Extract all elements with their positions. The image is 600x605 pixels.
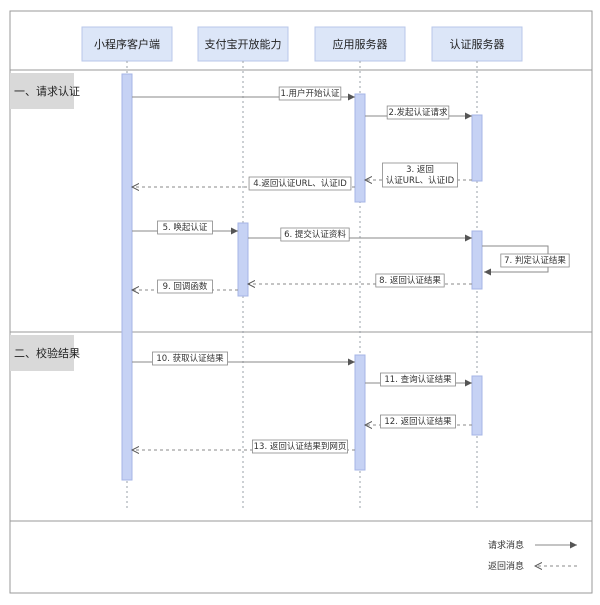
message-label-8: 8. 返回认证结果 [379, 275, 441, 286]
message-label-box-1 [278, 86, 342, 101]
activation-bar-appserver [354, 93, 366, 203]
message-label-box-8 [375, 273, 445, 288]
message-label-box-11 [380, 372, 456, 387]
actor-box-miniapp [81, 26, 173, 62]
actor-label-authserver: 认证服务器 [450, 38, 505, 51]
message-label-box-10 [152, 351, 228, 366]
message-label-box-7 [500, 253, 570, 268]
activation-bar-alipay [237, 222, 249, 297]
section-label-bg-2 [10, 335, 74, 371]
message-label-box-9 [157, 279, 213, 294]
message-label-box-4 [248, 176, 352, 191]
message-label-5: 5. 唤起认证 [163, 222, 208, 233]
message-label-3: 认证URL、认证ID [386, 175, 455, 186]
actor-label-alipay: 支付宝开放能力 [205, 37, 282, 51]
legend-label-response: 返回消息 [488, 560, 524, 572]
activation-bar-appserver [354, 354, 366, 471]
message-label-6: 6. 提交认证资料 [284, 229, 346, 240]
message-label-13: 13. 返回认证结果到网页 [254, 441, 347, 452]
message-label-box-12 [380, 414, 456, 429]
activation-bar-miniapp [121, 73, 133, 481]
activation-bar-authserver [471, 114, 483, 182]
actor-box-alipay [197, 26, 289, 62]
message-label-12: 12. 返回认证结果 [384, 416, 452, 427]
actor-label-appserver: 应用服务器 [333, 37, 388, 51]
activation-bar-authserver [471, 230, 483, 290]
actor-box-appserver [314, 26, 406, 62]
message-label-box-13 [251, 439, 349, 454]
message-label-4: 4.返回认证URL、认证ID [253, 178, 347, 189]
message-label-box-2 [386, 105, 450, 120]
activation-bar-authserver [471, 375, 483, 436]
actor-label-miniapp: 小程序客户端 [94, 37, 160, 51]
message-label-box-3 [382, 162, 458, 188]
message-label-box-6 [280, 227, 350, 242]
section-label-bg-1 [10, 73, 74, 109]
legend-label-request: 请求消息 [488, 539, 524, 551]
message-label-11: 11. 查询认证结果 [384, 374, 452, 385]
message-label-2: 2.发起认证请求 [388, 107, 448, 118]
message-label-7: 7. 判定认证结果 [504, 255, 566, 266]
section-label-1: 一、请求认证 [14, 85, 80, 98]
message-label-10: 10. 获取认证结果 [156, 353, 224, 364]
message-label-box-5 [157, 220, 213, 235]
message-label-3: 3. 返回 [406, 164, 434, 175]
section-label-2: 二、校验结果 [14, 346, 80, 360]
message-label-1: 1.用户开始认证 [280, 88, 340, 99]
message-label-9: 9. 回调函数 [163, 281, 208, 292]
diagram-frame [9, 10, 593, 594]
